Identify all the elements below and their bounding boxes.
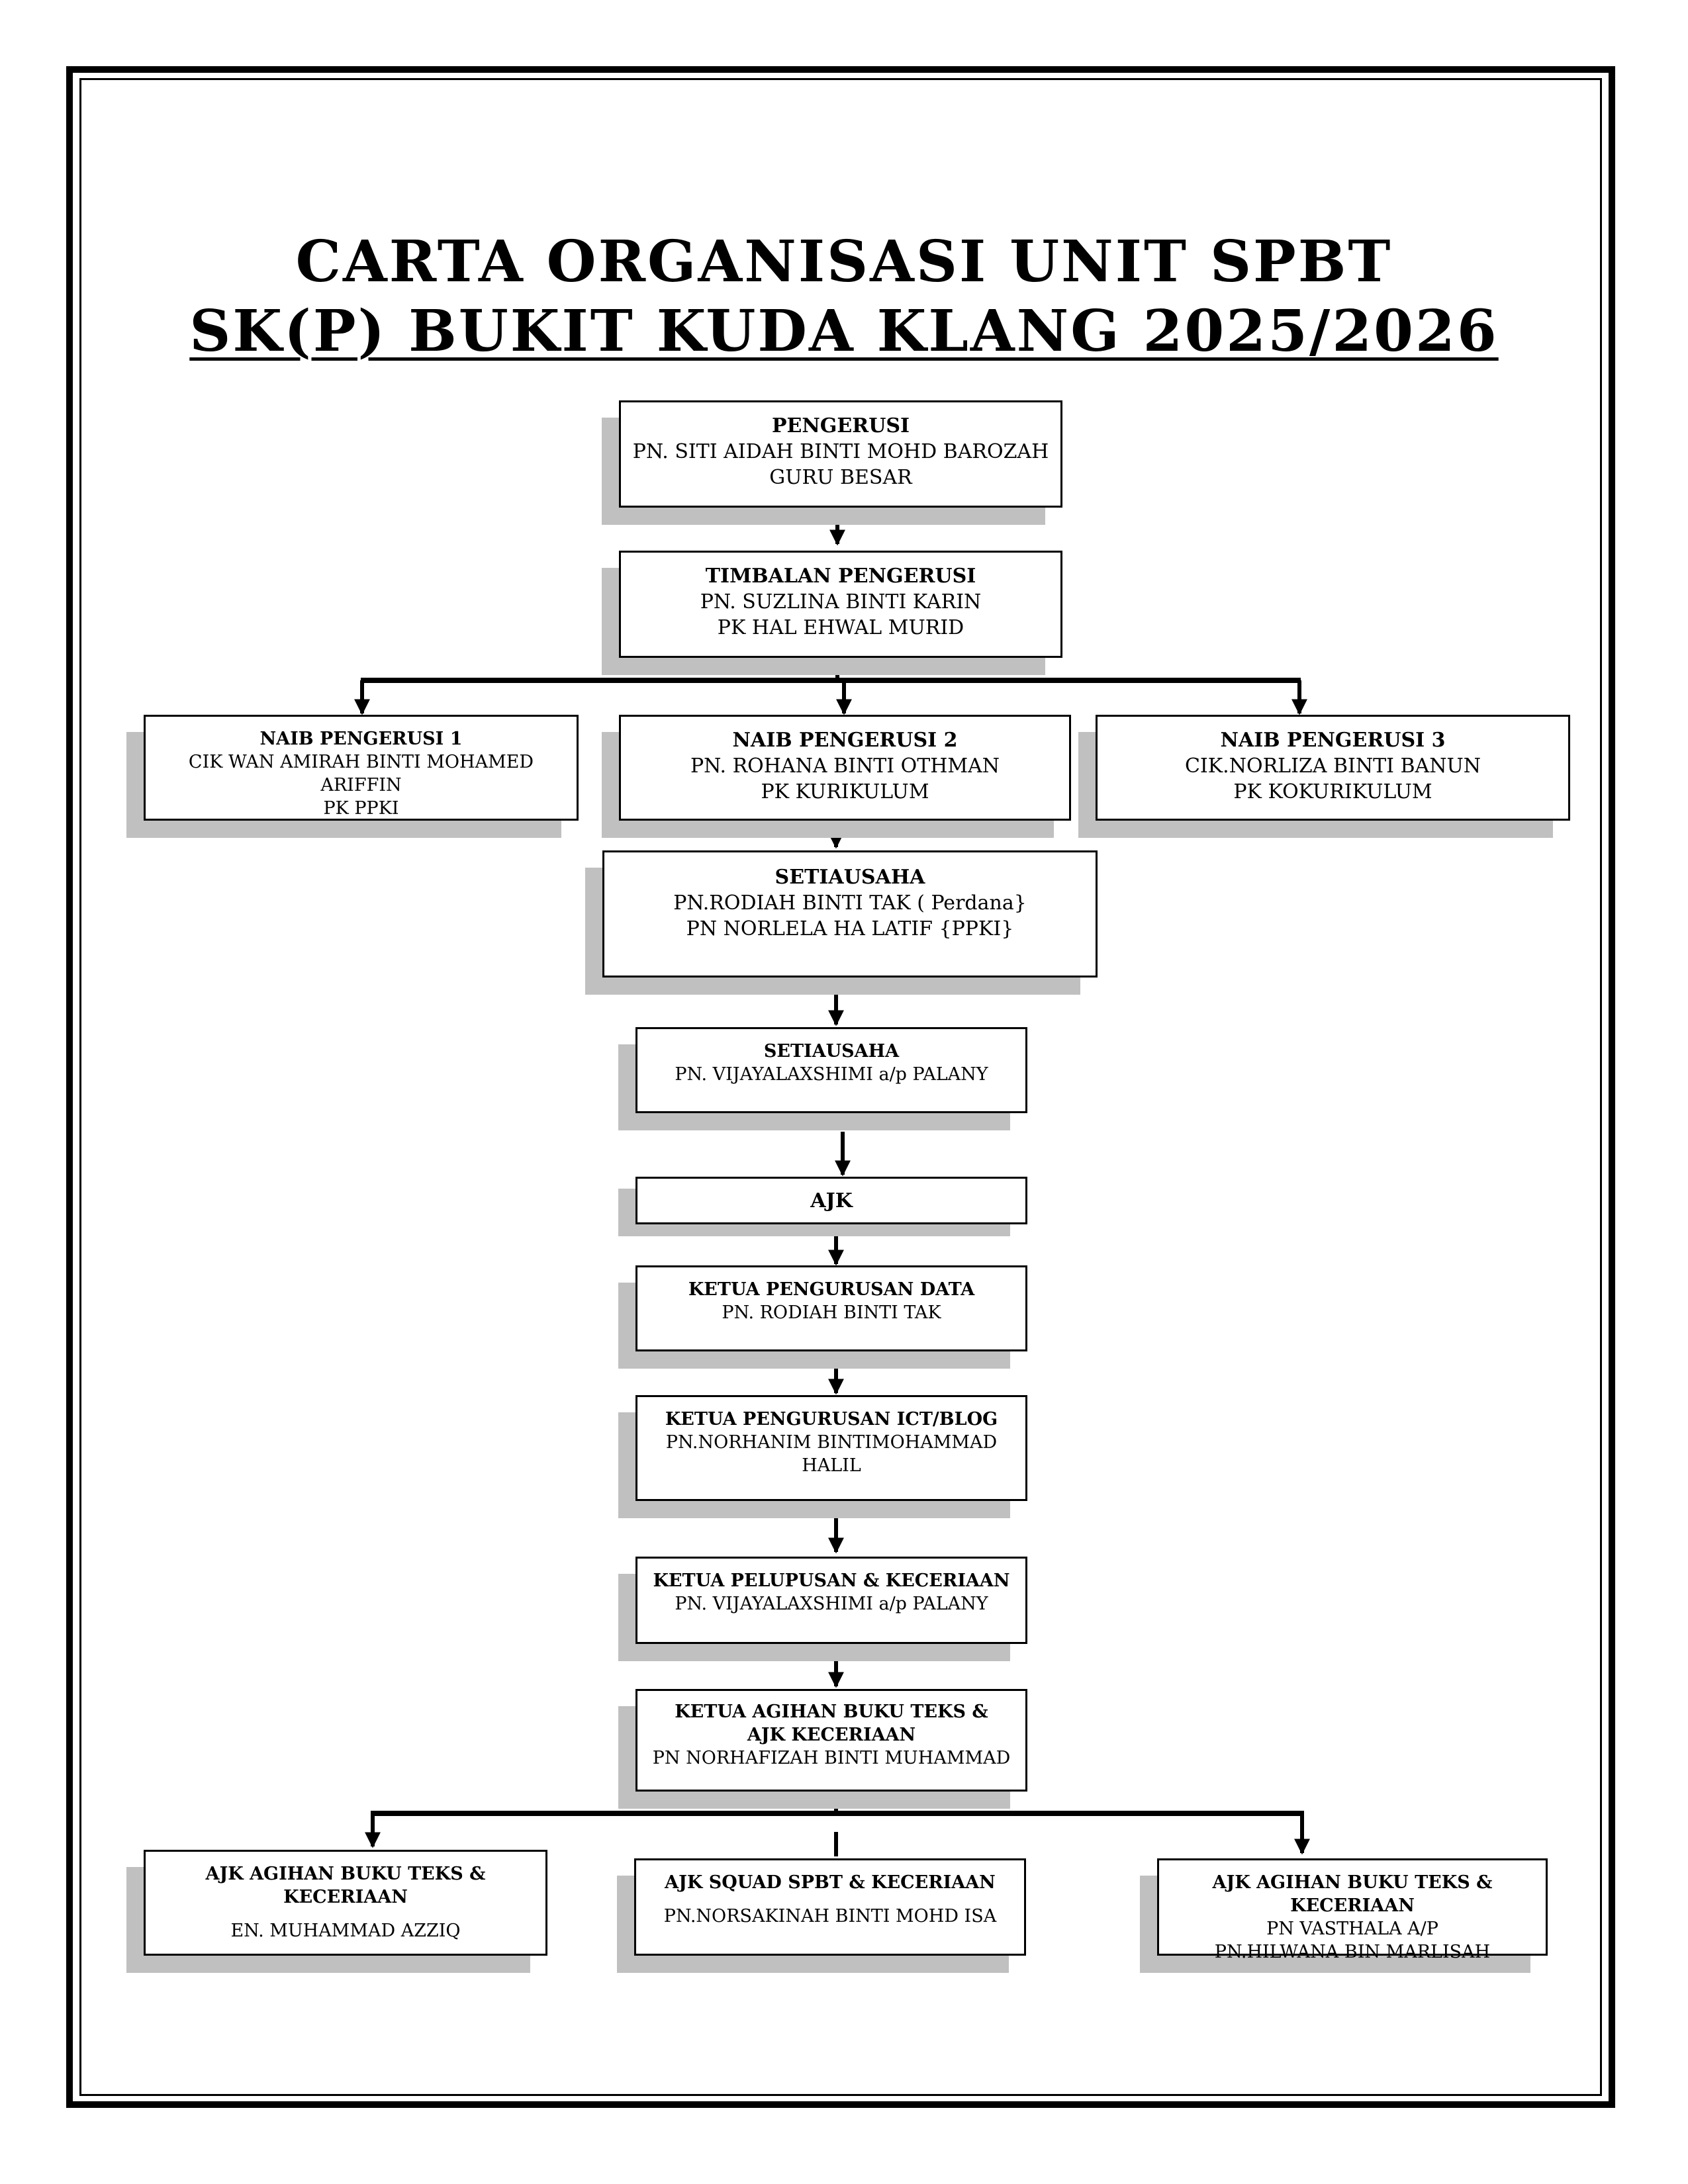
node-role: KETUA PELUPUSAN & KECERIAAN [653, 1570, 1010, 1591]
page-border-inner [79, 78, 1602, 2096]
node-name: PN.NORHANIM BINTIMOHAMMAD HALIL [665, 1432, 998, 1477]
node-name: PN.HILWANA BIN MARLISAH [1214, 1942, 1491, 1963]
node-ajk-agihan-1: AJK AGIHAN BUKU TEKS & KECERIAAN EN. MUH… [144, 1850, 547, 1956]
node-setiausaha-1: SETIAUSAHA PN.RODIAH BINTI TAK ( Perdana… [602, 850, 1098, 978]
node-role: AJK AGIHAN BUKU TEKS & KECERIAAN [1212, 1872, 1493, 1917]
node-position: PK HAL EHWAL MURID [717, 616, 964, 639]
node-naib-pengerusi-3: NAIB PENGERUSI 3 CIK.NORLIZA BINTI BANUN… [1096, 715, 1570, 821]
node-ketua-agihan: KETUA AGIHAN BUKU TEKS & AJK KECERIAAN P… [635, 1689, 1027, 1792]
node-position: PK PPKI [323, 798, 399, 819]
node-timbalan-pengerusi: TIMBALAN PENGERUSI PN. SUZLINA BINTI KAR… [619, 551, 1062, 658]
node-role: TIMBALAN PENGERUSI [705, 565, 976, 588]
node-ketua-pelupusan: KETUA PELUPUSAN & KECERIAAN PN. VIJAYALA… [635, 1557, 1027, 1644]
node-setiausaha-2: SETIAUSAHA PN. VIJAYALAXSHIMI a/p PALANY [635, 1027, 1027, 1113]
node-ajk-agihan-2: AJK AGIHAN BUKU TEKS & KECERIAAN PN VAST… [1157, 1858, 1548, 1962]
node-role: KETUA PENGURUSAN DATA [688, 1279, 975, 1300]
node-ajk: AJK [635, 1177, 1027, 1224]
node-name: PN. VIJAYALAXSHIMI a/p PALANY [675, 1064, 988, 1085]
node-name: PN NORHAFIZAH BINTI MUHAMMAD [652, 1748, 1011, 1769]
node-ketua-pengurusan-data: KETUA PENGURUSAN DATA PN. RODIAH BINTI T… [635, 1265, 1027, 1351]
node-name: PN.NORSAKINAH BINTI MOHD ISA [663, 1906, 997, 1927]
node-name: EN. MUHAMMAD AZZIQ [230, 1921, 461, 1942]
node-naib-pengerusi-1: NAIB PENGERUSI 1 CIK WAN AMIRAH BINTI MO… [144, 715, 579, 821]
node-name: PN NORLELA HA LATIF {PPKI} [686, 917, 1014, 940]
chart-subtitle-text: SK(P) BUKIT KUDA KLANG 2025/2026 [189, 298, 1499, 365]
node-name: PN. VIJAYALAXSHIMI a/p PALANY [675, 1594, 988, 1615]
node-role: AJK AGIHAN BUKU TEKS & KECERIAAN [205, 1864, 486, 1908]
node-role: PENGERUSI [771, 414, 910, 437]
node-role: NAIB PENGERUSI 3 [1220, 729, 1446, 752]
node-name: PN. SUZLINA BINTI KARIN [700, 590, 982, 614]
node-name: PN VASTHALA A/P [1266, 1919, 1438, 1940]
node-name: PN. SITI AIDAH BINTI MOHD BAROZAH [632, 440, 1049, 463]
node-role: NAIB PENGERUSI 2 [732, 729, 958, 752]
node-name: CIK.NORLIZA BINTI BANUN [1184, 754, 1481, 778]
node-naib-pengerusi-2: NAIB PENGERUSI 2 PN. ROHANA BINTI OTHMAN… [619, 715, 1071, 821]
node-role: KETUA AGIHAN BUKU TEKS & AJK KECERIAAN [675, 1702, 988, 1746]
node-position: PK KURIKULUM [761, 780, 929, 803]
node-pengerusi: PENGERUSI PN. SITI AIDAH BINTI MOHD BARO… [619, 400, 1062, 508]
node-position: PK KOKURIKULUM [1233, 780, 1432, 803]
node-role: SETIAUSAHA [763, 1041, 900, 1062]
chart-subtitle: SK(P) BUKIT KUDA KLANG 2025/2026 [0, 298, 1688, 365]
node-role: AJK SQUAD SPBT & KECERIAAN [665, 1872, 996, 1893]
node-ketua-pengurusan-ict: KETUA PENGURUSAN ICT/BLOG PN.NORHANIM BI… [635, 1395, 1027, 1501]
node-role: KETUA PENGURUSAN ICT/BLOG [665, 1409, 998, 1430]
node-role: AJK [810, 1189, 853, 1212]
node-name: PN.RODIAH BINTI TAK ( Perdana} [673, 891, 1027, 915]
node-role: NAIB PENGERUSI 1 [259, 729, 463, 749]
node-ajk-squad: AJK SQUAD SPBT & KECERIAAN PN.NORSAKINAH… [634, 1858, 1026, 1956]
node-name: CIK WAN AMIRAH BINTI MOHAMED ARIFFIN [188, 752, 534, 796]
page-border-outer [66, 66, 1615, 2108]
node-role: SETIAUSAHA [774, 866, 925, 889]
node-name: PN. ROHANA BINTI OTHMAN [690, 754, 1000, 778]
node-position: GURU BESAR [769, 466, 912, 489]
chart-title: CARTA ORGANISASI UNIT SPBT [295, 228, 1393, 295]
node-name: PN. RODIAH BINTI TAK [722, 1302, 941, 1324]
